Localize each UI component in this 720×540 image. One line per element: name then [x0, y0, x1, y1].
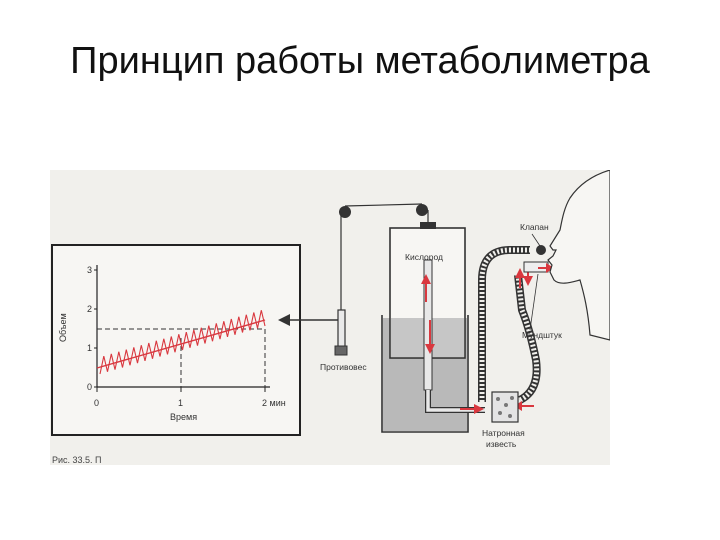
breathing-hoses [478, 246, 541, 411]
valve-label: Клапан [520, 222, 549, 232]
valve-assembly: Клапан Мундштук [520, 222, 562, 340]
slide-title: Принцип работы метаболиметра [70, 40, 650, 82]
metabolimeter-diagram: 3 2 1 0 0 1 2 мин Объем Время Прот [50, 170, 610, 465]
patient-head [547, 170, 610, 341]
counterweight-label: Противовес [320, 362, 367, 372]
figure-caption: Рис. 33.5. П [52, 455, 102, 465]
y-tick-label: 1 [87, 343, 92, 353]
pulley-wheel-left [339, 206, 351, 218]
pulley-wheel-right [416, 204, 428, 216]
spirogram-trace [99, 310, 266, 375]
counterweight-assembly: Противовес [320, 203, 429, 372]
mouthpiece-label: Мундштук [522, 330, 562, 340]
x-tick-label: 0 [94, 398, 99, 408]
x-tick-label: 2 мин [262, 398, 286, 408]
chart-frame [51, 244, 301, 436]
y-axis-label: Объем [58, 313, 68, 342]
y-tick-label: 2 [87, 304, 92, 314]
soda-lime-canister: Натронная известь [482, 391, 525, 449]
soda-lime-label: Натронная [482, 428, 525, 438]
oxygen-label: Кислород [405, 252, 443, 262]
soda-lime-label: известь [486, 439, 517, 449]
recording-chart: 3 2 1 0 0 1 2 мин Объем Время [51, 244, 301, 436]
y-tick-label: 3 [87, 265, 92, 275]
x-tick-label: 1 [178, 398, 183, 408]
spirometer-tank: Кислород [381, 222, 485, 433]
valve-icon [536, 245, 546, 255]
y-tick-label: 0 [87, 382, 92, 392]
x-axis-label: Время [170, 412, 197, 422]
